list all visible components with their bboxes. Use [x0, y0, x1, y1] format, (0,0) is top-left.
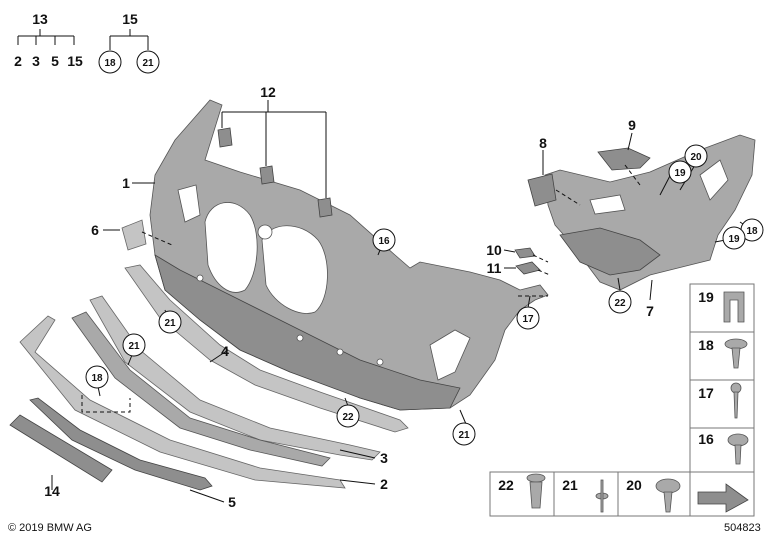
group-15-child-21-circle	[136, 50, 160, 74]
circled-19-right: 19	[722, 226, 746, 250]
svg-text:21: 21	[458, 430, 470, 441]
group-13-header: 13 2 3 5 15	[14, 11, 83, 69]
group-15-header: 15 18 21	[98, 11, 160, 74]
group-13-child-15: 15	[67, 53, 83, 69]
svg-text:18: 18	[91, 373, 103, 384]
bracket-lower-section	[559, 227, 661, 276]
callout-3: 3	[380, 450, 388, 466]
fastener-17-label: 17	[698, 385, 714, 401]
push-rivet-icon	[526, 473, 546, 483]
kidney-grille-opening-right	[261, 225, 328, 314]
svg-text:16: 16	[378, 236, 390, 247]
circled-22: 22	[336, 404, 360, 428]
group-15-child-18-circle	[98, 50, 122, 74]
svg-text:21: 21	[164, 318, 176, 329]
expansion-rivet-icon	[724, 338, 748, 350]
callout-4: 4	[221, 343, 229, 359]
direction-arrow-icon	[697, 483, 749, 513]
circled-21-middle: 21	[122, 333, 146, 357]
fastener-16-label: 16	[698, 431, 714, 447]
group-13-child-2: 2	[14, 53, 22, 69]
fastener-21-label: 21	[562, 477, 578, 493]
trim-strip-5	[29, 397, 213, 491]
clips-12	[217, 127, 333, 218]
group-13-label: 13	[32, 11, 48, 27]
diagram-id: 504823	[724, 522, 761, 534]
bracket-9	[597, 147, 651, 171]
bumper-lower-section	[154, 254, 461, 411]
sensor-holder-10	[514, 247, 536, 259]
group-13-child-5: 5	[51, 53, 59, 69]
group-15-label: 15	[122, 11, 138, 27]
circled-21-bumper: 21	[452, 422, 476, 446]
fastener-22-label: 22	[498, 477, 514, 493]
callout-7: 7	[646, 303, 654, 319]
callout-10: 10	[486, 242, 502, 258]
circled-19-top: 19	[668, 160, 692, 184]
air-intake-right	[429, 329, 471, 381]
fastener-table-bottom: 22 21 20	[489, 471, 755, 517]
air-intake-left	[177, 184, 201, 223]
callout-11: 11	[487, 260, 502, 276]
callout-5: 5	[228, 494, 236, 510]
lip-spoiler-2	[19, 315, 346, 489]
collar-screw-icon	[727, 433, 749, 447]
group-15-child-18: 18	[104, 58, 116, 69]
kidney-grille-opening-left	[204, 202, 258, 293]
circled-17: 17	[516, 306, 540, 330]
callout-12: 12	[260, 84, 276, 100]
copyright-text: © 2019 BMW AG	[8, 522, 92, 534]
fastener-18-label: 18	[698, 337, 714, 353]
circled-16: 16	[372, 228, 396, 252]
svg-text:20: 20	[690, 152, 702, 163]
callout-6: 6	[91, 222, 99, 238]
circled-21-upper: 21	[158, 310, 182, 334]
svg-text:18: 18	[746, 226, 758, 237]
circled-18-left: 18	[85, 365, 109, 389]
group-15-child-21: 21	[142, 58, 154, 69]
callout-2: 2	[380, 476, 388, 492]
callout-8: 8	[539, 135, 547, 151]
bracket-8	[527, 173, 557, 207]
svg-text:19: 19	[674, 168, 686, 179]
fastener-table-right: 19 18 17 16	[689, 283, 755, 473]
fastener-20-label: 20	[626, 477, 642, 493]
sensor-holder-11	[515, 261, 541, 275]
svg-text:17: 17	[522, 314, 534, 325]
trim-strip-4	[124, 264, 409, 433]
callout-9: 9	[628, 117, 636, 133]
bracket-cutout-1	[589, 194, 626, 215]
cover-6	[121, 219, 147, 251]
svg-text:22: 22	[614, 298, 626, 309]
group-13-child-3: 3	[32, 53, 40, 69]
fastener-19-label: 19	[698, 289, 714, 305]
clip-nut-icon	[723, 291, 745, 323]
license-plate-base-14	[9, 414, 113, 483]
circled-20: 20	[684, 144, 708, 168]
bracket-cutout-2	[699, 159, 729, 201]
screw-icon	[730, 382, 742, 394]
callout-1: 1	[122, 175, 130, 191]
mushroom-clip-icon	[655, 478, 681, 494]
svg-text:22: 22	[342, 412, 354, 423]
park-sensor-holes	[196, 224, 384, 366]
callout-14: 14	[44, 483, 60, 499]
svg-text:19: 19	[728, 234, 740, 245]
circled-22-bracket: 22	[608, 290, 632, 314]
svg-text:21: 21	[128, 341, 140, 352]
trim-strip-21-lower	[71, 311, 331, 467]
